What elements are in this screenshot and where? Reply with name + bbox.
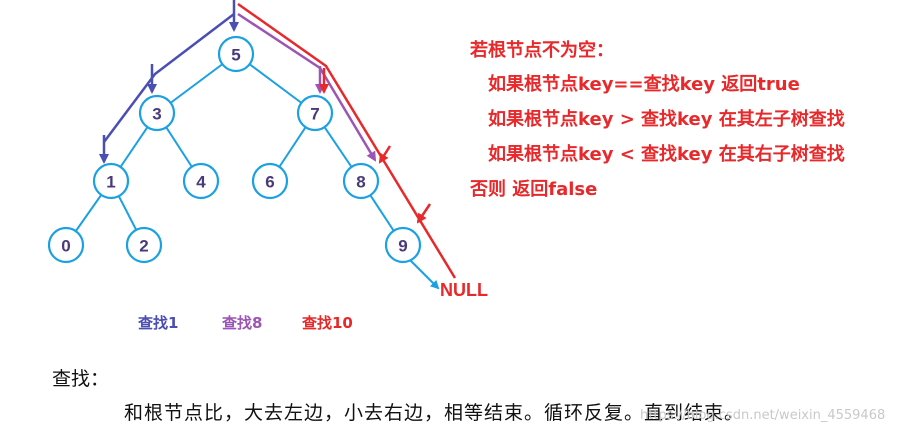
tree-node-7: 7 xyxy=(296,94,334,132)
tree-node-4: 4 xyxy=(182,162,220,200)
rule-line-4: 如果根节点key < 查找key 在其右子树查找 xyxy=(488,144,845,165)
tree-node-label: 5 xyxy=(231,46,240,65)
legend-search-1: 查找1 xyxy=(138,314,179,332)
legend-search-10: 查找10 xyxy=(302,314,353,332)
tree-edges xyxy=(65,53,404,246)
tree-node-label: 9 xyxy=(398,237,407,256)
rule-line-1: 若根节点不为空： xyxy=(470,40,614,61)
tree-node-circle xyxy=(138,94,176,132)
tree-node-circle xyxy=(296,94,334,132)
tree-node-circle xyxy=(251,162,289,200)
rule-line-3: 如果根节点key > 查找key 在其左子树查找 xyxy=(488,109,845,130)
tree-node-3: 3 xyxy=(138,94,176,132)
tree-nodes: 5 3 7 1 4 6 8 0 2 9 xyxy=(47,35,422,264)
tree-node-label: 2 xyxy=(139,237,148,256)
description-text: 和根节点比，大去左边，小去右边，相等结束。循环反复。直到结束。 xyxy=(124,402,745,424)
tree-node-circle xyxy=(384,226,422,264)
tree-node-1: 1 xyxy=(92,162,130,200)
tree-node-label: 3 xyxy=(152,105,161,124)
tree-node-circle xyxy=(92,162,130,200)
tree-node-label: 0 xyxy=(61,237,70,256)
tree-node-label: 4 xyxy=(196,173,206,192)
rule-line-2: 如果根节点key==查找key 返回true xyxy=(488,74,800,95)
tree-node-circle xyxy=(217,35,255,73)
rules-panel: 若根节点不为空： 如果根节点key==查找key 返回true 如果根节点key… xyxy=(470,36,900,206)
tree-node-0: 0 xyxy=(47,226,85,264)
rule-line-5: 否则 返回false xyxy=(470,179,598,200)
tree-node-circle xyxy=(182,162,220,200)
search-path-1 xyxy=(99,0,239,164)
tree-node-2: 2 xyxy=(125,226,163,264)
tree-node-label: 6 xyxy=(265,173,274,192)
tree-node-label: 7 xyxy=(310,105,319,124)
description-title: 查找： xyxy=(52,368,110,390)
tree-node-label: 8 xyxy=(356,173,365,192)
tree-node-circle xyxy=(125,226,163,264)
null-label: NULL xyxy=(440,280,488,300)
watermark: https://blog.csdn.net/weixin_4559468 xyxy=(640,408,886,423)
tree-node-9: 9 xyxy=(384,226,422,264)
null-edge xyxy=(409,259,440,290)
legend-search-8: 查找8 xyxy=(222,314,263,332)
tree-node-label: 1 xyxy=(106,173,115,192)
search-path-10 xyxy=(237,2,457,279)
tree-node-6: 6 xyxy=(251,162,289,200)
search-path-8 xyxy=(237,12,377,162)
tree-node-5: 5 xyxy=(217,35,255,73)
tree-node-8: 8 xyxy=(342,162,380,200)
tree-node-circle xyxy=(47,226,85,264)
tree-node-circle xyxy=(342,162,380,200)
